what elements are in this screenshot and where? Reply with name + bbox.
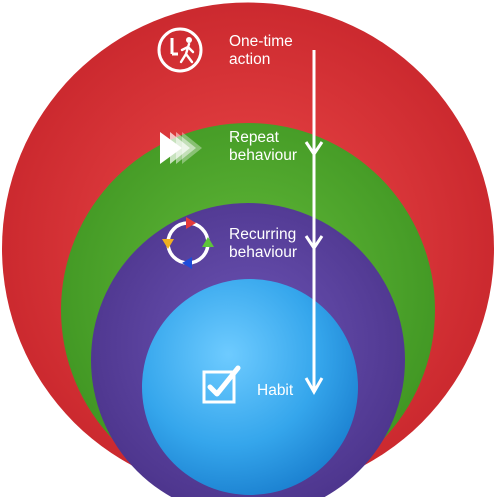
person-clock-icon [157,27,203,73]
habit-circle [142,279,358,495]
one-time-action-label: One-time action [229,33,293,68]
habit-label: Habit [257,382,294,399]
cycle-arrows-icon [162,217,214,269]
repeat-chevrons-icon [160,132,202,164]
repeat-behaviour-label: Repeat behaviour [229,129,298,164]
progression-arrow [304,50,324,396]
checkbox-icon [202,365,241,404]
recurring-behaviour-label: Recurring behaviour [229,226,298,261]
